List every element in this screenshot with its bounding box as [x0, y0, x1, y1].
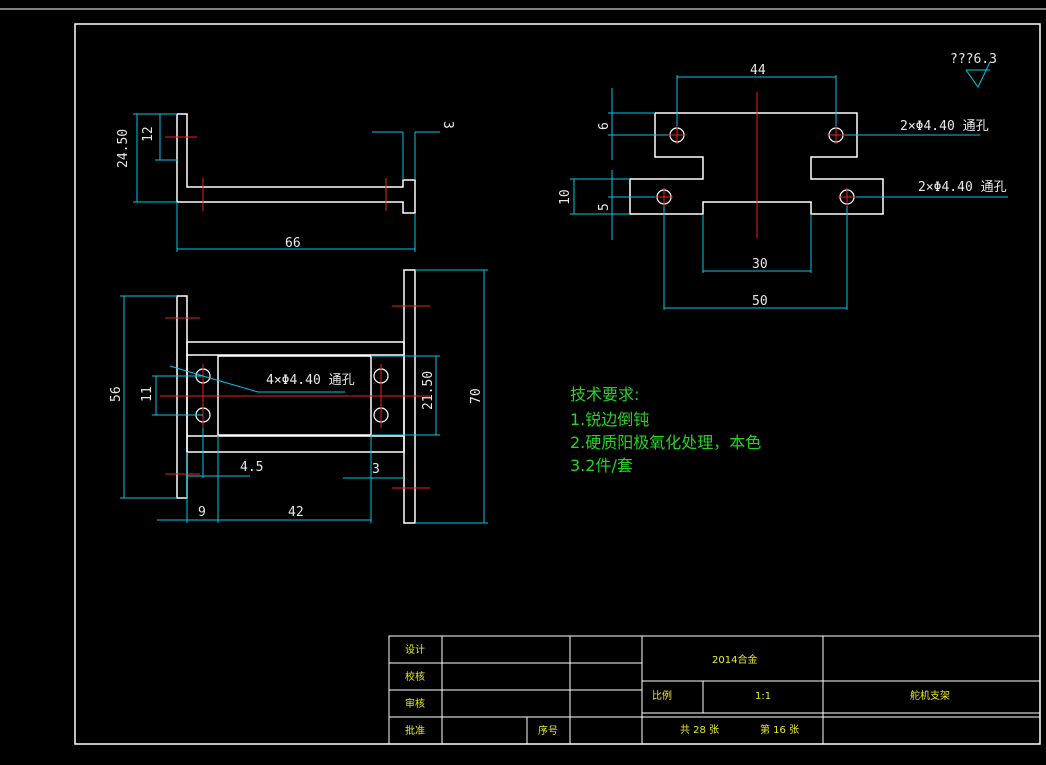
roughness-symbol: ???6.3	[950, 52, 997, 88]
dim-3-top: 3	[372, 462, 380, 477]
tb-part-name: 舵机支架	[910, 689, 950, 702]
tech-item-1: 1.锐边倒钝	[570, 410, 649, 429]
tb-sheet-num: 第 16 张	[760, 723, 799, 736]
tb-scale-value: 1:1	[755, 691, 771, 702]
hole-note-top: 4×Φ4.40 通孔	[266, 373, 355, 388]
dim-4-5: 4.5	[240, 460, 263, 475]
dim-56: 56	[109, 386, 124, 402]
tb-seq: 序号	[538, 724, 558, 737]
dim-42: 42	[288, 505, 304, 520]
tb-scale-label: 比例	[652, 689, 672, 702]
dim-70: 70	[469, 388, 484, 404]
hole-note-lower: 2×Φ4.40 通孔	[918, 180, 1007, 195]
right-view: 44 30 50 6 5 10 2×Φ4.40 通孔 2×Φ4.40 通孔	[558, 63, 1008, 310]
tb-design: 设计	[405, 643, 425, 656]
dim-30: 30	[752, 257, 768, 272]
dim-3-front: 3	[440, 121, 455, 129]
title-block: 设计 校核 审核 批准 序号 2014合金 比例 1:1 舵机支架 共 28 张…	[388, 635, 1041, 745]
front-view: 24.50 12 3 66	[116, 113, 455, 252]
dim-50: 50	[752, 294, 768, 309]
tech-item-3: 3.2件/套	[570, 456, 633, 475]
tb-sheet-total: 共 28 张	[680, 724, 719, 736]
tb-approve: 批准	[405, 724, 425, 737]
dim-9: 9	[198, 505, 206, 520]
tech-title: 技术要求:	[570, 385, 639, 404]
tb-review: 审核	[405, 697, 425, 710]
tech-requirements: 技术要求: 1.锐边倒钝 2.硬质阳极氧化处理，本色 3.2件/套	[570, 385, 761, 475]
dim-6: 6	[597, 122, 612, 130]
dim-12: 12	[141, 126, 156, 142]
dim-44: 44	[750, 63, 766, 78]
tb-material: 2014合金	[712, 653, 757, 666]
tb-check: 校核	[405, 670, 425, 683]
dim-5: 5	[597, 203, 612, 211]
roughness-label: ???6.3	[950, 52, 997, 67]
dim-11: 11	[140, 386, 155, 402]
dim-66: 66	[285, 236, 301, 251]
dim-10: 10	[558, 189, 573, 205]
dim-21-50: 21.50	[421, 371, 436, 410]
hole-note-upper: 2×Φ4.40 通孔	[900, 119, 989, 134]
tech-item-2: 2.硬质阳极氧化处理，本色	[570, 433, 761, 452]
top-view: 56 11 70 21.50 4.5 3 9 42 4×Φ4.40 通孔	[109, 269, 488, 524]
dim-24-50: 24.50	[116, 129, 131, 168]
